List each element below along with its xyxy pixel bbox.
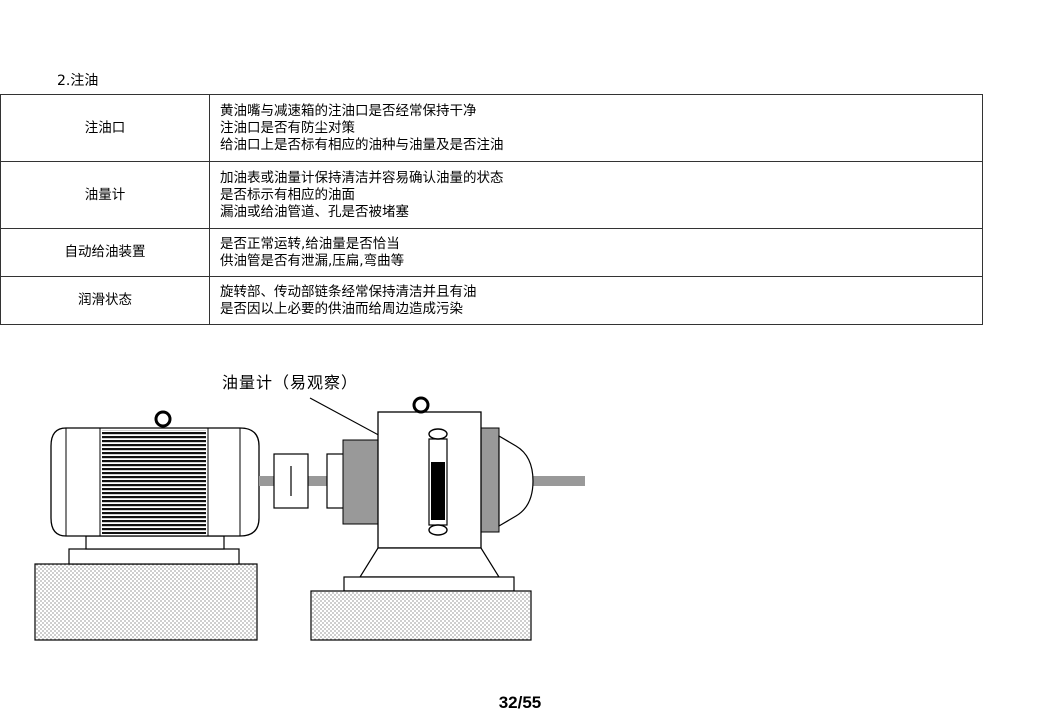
table-row: 油量计 加油表或油量计保持清洁并容易确认油量的状态 是否标示有相应的油面 漏油或… <box>0 161 983 229</box>
row-description: 是否正常运转,给油量是否恰当 供油管是否有泄漏,压扁,弯曲等 <box>209 228 983 277</box>
gearbox-output-flange <box>479 427 500 533</box>
description-line: 注油口是否有防尘对策 <box>220 119 355 136</box>
description-line: 给油口上是否标有相应的油种与油量及是否注油 <box>220 136 504 153</box>
motor-gearbox-diagram <box>34 396 585 641</box>
oil-level-fill <box>431 462 445 520</box>
table-row: 注油口 黄油嘴与减速箱的注油口是否经常保持干净 注油口是否有防尘对策 给油口上是… <box>0 94 983 162</box>
description-line: 是否正常运转,给油量是否恰当 <box>220 235 400 252</box>
gearbox-stand <box>358 547 501 578</box>
description-line: 供油管是否有泄漏,压扁,弯曲等 <box>220 252 405 269</box>
row-description: 黄油嘴与减速箱的注油口是否经常保持干净 注油口是否有防尘对策 给油口上是否标有相… <box>209 94 983 162</box>
description-line: 漏油或给油管道、孔是否被堵塞 <box>220 203 409 220</box>
gearbox-base-plate <box>343 576 515 592</box>
oil-gauge-callout: 油量计（易观察） <box>222 373 359 392</box>
table-row: 润滑状态 旋转部、传动部链条经常保持清洁并且有油 是否因以上必要的供油而给周边造… <box>0 276 983 325</box>
motor-cooling-fins <box>102 430 206 534</box>
motor-foot <box>85 535 225 550</box>
row-description: 旋转部、传动部链条经常保持清洁并且有油 是否因以上必要的供油而给周边造成污染 <box>209 276 983 325</box>
coupling-right <box>326 453 346 509</box>
row-item-label: 自动给油装置 <box>0 228 210 277</box>
gearbox-input-flange <box>342 439 380 525</box>
output-shaft <box>531 476 585 486</box>
gearbox-lifting-eye <box>412 396 430 414</box>
oil-level-gauge <box>428 428 448 536</box>
motor-lifting-eye <box>154 410 172 428</box>
row-item-label: 油量计 <box>0 161 210 229</box>
motor-base-plate <box>68 548 240 565</box>
row-item-label: 注油口 <box>0 94 210 162</box>
description-line: 是否因以上必要的供油而给周边造成污染 <box>220 300 463 317</box>
motor-foundation <box>34 563 258 641</box>
description-line: 旋转部、传动部链条经常保持清洁并且有油 <box>220 283 477 300</box>
motor <box>50 410 260 537</box>
motor-shaft <box>259 476 379 486</box>
page-number: 32/55 <box>498 693 542 712</box>
description-line: 黄油嘴与减速箱的注油口是否经常保持干净 <box>220 102 477 119</box>
gearbox-foundation <box>310 590 532 641</box>
description-line: 是否标示有相应的油面 <box>220 186 355 203</box>
section-title: 2.注油 <box>57 73 99 89</box>
description-line: 加油表或油量计保持清洁并容易确认油量的状态 <box>220 169 504 186</box>
inspection-table: 注油口 黄油嘴与减速箱的注油口是否经常保持干净 注油口是否有防尘对策 给油口上是… <box>0 94 983 325</box>
table-row: 自动给油装置 是否正常运转,给油量是否恰当 供油管是否有泄漏,压扁,弯曲等 <box>0 228 983 277</box>
gearbox-output-cone <box>498 434 534 528</box>
row-item-label: 润滑状态 <box>0 276 210 325</box>
row-description: 加油表或油量计保持清洁并容易确认油量的状态 是否标示有相应的油面 漏油或给油管道… <box>209 161 983 229</box>
